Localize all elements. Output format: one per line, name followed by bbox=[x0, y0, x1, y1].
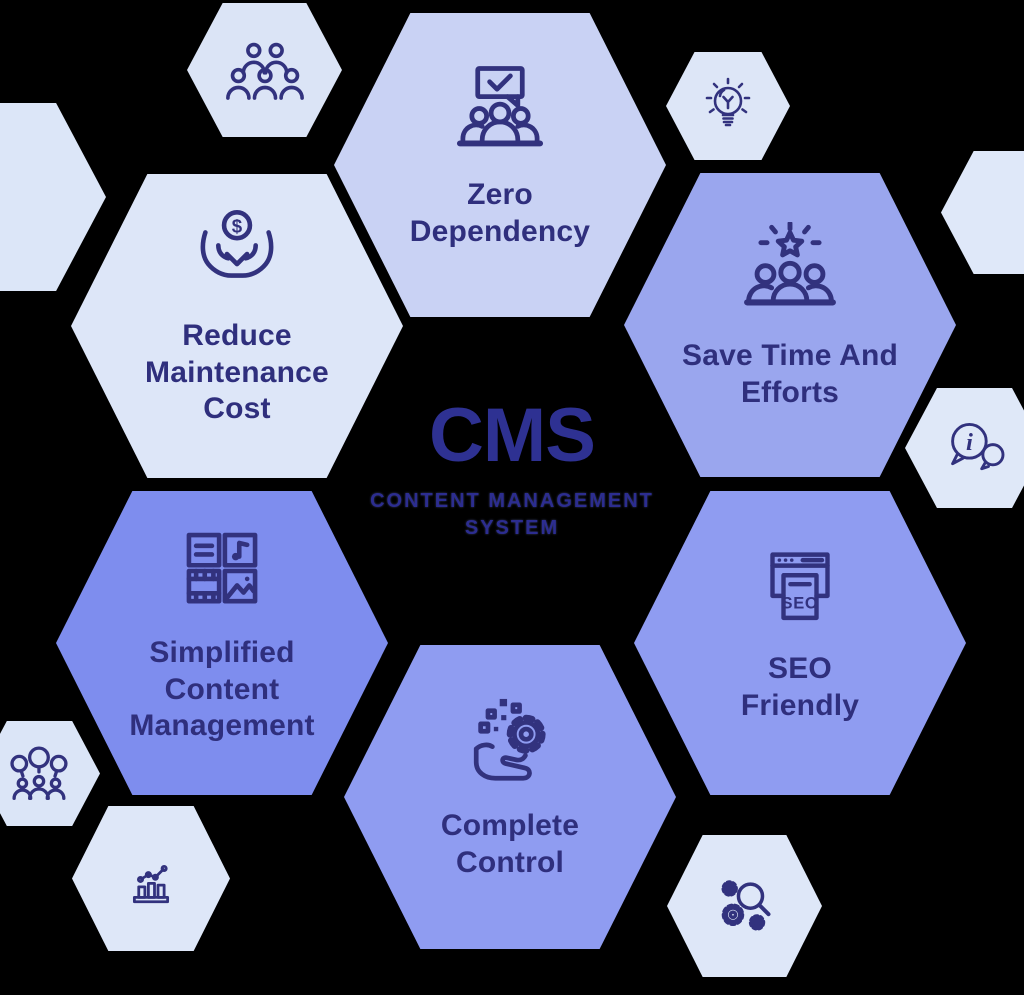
star-team-icon bbox=[744, 222, 836, 306]
hexagon-bar-chart bbox=[72, 806, 230, 951]
cms-subtitle: CONTENT MANAGEMENT SYSTEM bbox=[370, 490, 654, 539]
gears-search-icon bbox=[720, 880, 770, 931]
hexagon-lightbulb bbox=[666, 52, 790, 160]
hexagon-simplified-content-management: Simplified Content Management bbox=[56, 491, 388, 795]
hexagon-info-chat: i bbox=[905, 388, 1024, 508]
svg-text:$: $ bbox=[232, 216, 243, 237]
svg-text:i: i bbox=[965, 429, 972, 456]
hexagon-reduce-maintenance-cost: $ Reduce Maintenance Cost bbox=[71, 174, 403, 478]
hand-gear-icon bbox=[473, 699, 546, 782]
feature-label-seo-friendly: SEO Friendly bbox=[740, 652, 860, 722]
seo-browser-icon: SEO bbox=[770, 552, 830, 621]
info-chat-icon: i bbox=[950, 423, 1004, 471]
lightbulb-icon bbox=[705, 77, 751, 127]
edge-hexagon-right bbox=[941, 151, 1024, 274]
feature-label-simplified-content-management: Simplified Content Management bbox=[129, 636, 315, 743]
feature-label-reduce-maintenance-cost: Reduce Maintenance Cost bbox=[145, 319, 329, 426]
hexagon-seo-friendly: SEO SEO Friendly bbox=[634, 491, 966, 795]
hexagon-complete-control: Complete Control bbox=[344, 645, 676, 949]
hexagon-save-time-and-efforts: Save Time And Efforts bbox=[624, 173, 956, 477]
center-title-block: CMS CONTENT MANAGEMENT SYSTEM bbox=[0, 398, 1024, 542]
team-presentation-icon bbox=[456, 65, 544, 147]
feature-label-complete-control: Complete Control bbox=[440, 809, 580, 879]
hexagon-users bbox=[187, 3, 342, 137]
hexagon-gears-search bbox=[667, 835, 822, 977]
feature-label-save-time-and-efforts: Save Time And Efforts bbox=[681, 339, 898, 409]
feature-label-zero-dependency: Zero Dependency bbox=[409, 177, 591, 248]
discussion-icon bbox=[9, 745, 68, 800]
users-icon bbox=[225, 42, 304, 100]
edge-hexagon-left bbox=[0, 103, 106, 291]
hexagon-discussion bbox=[0, 721, 100, 826]
cms-title: CMS bbox=[429, 393, 596, 478]
bar-chart-icon bbox=[132, 864, 170, 903]
content-tiles-icon bbox=[186, 532, 258, 604]
hexagon-zero-dependency: Zero Dependency bbox=[334, 13, 666, 317]
svg-text:SEO: SEO bbox=[782, 595, 819, 613]
hands-money-icon: $ bbox=[200, 210, 274, 278]
